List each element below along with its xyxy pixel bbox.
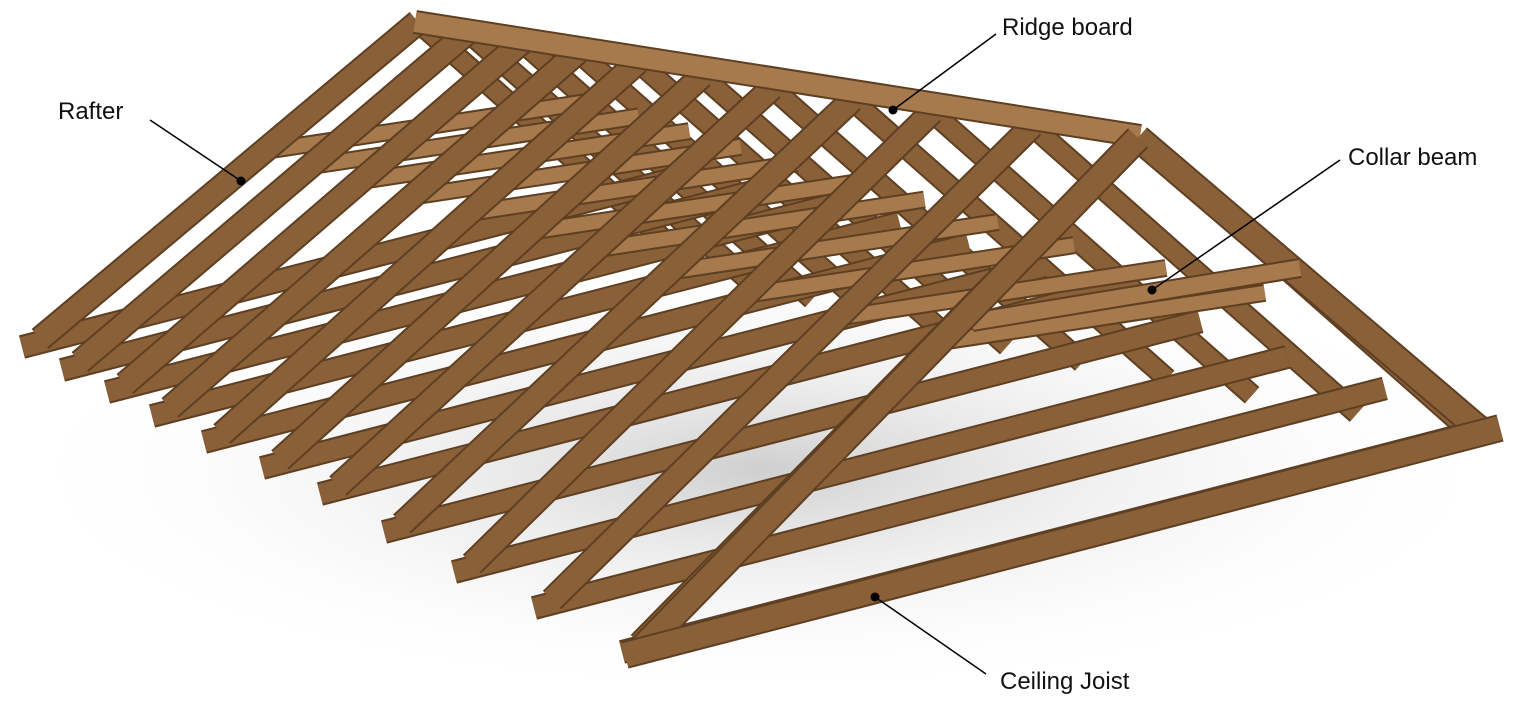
- rafter: [464, 104, 940, 572]
- ridge-board-leader-dot: [888, 105, 898, 115]
- rafter-leader-line: [149, 119, 242, 182]
- collar-beam: [466, 156, 799, 221]
- label-ridge-board: Ridge board: [1002, 14, 1133, 41]
- ceiling-joist-leader-line: [874, 596, 987, 675]
- leader-lines: [149, 33, 1341, 675]
- rafter: [214, 53, 646, 443]
- collar-beam: [933, 285, 1266, 350]
- label-rafter: Rafter: [58, 98, 124, 125]
- rafter: [162, 43, 586, 417]
- ridge-board-beam: [413, 12, 1142, 146]
- collar-beam-leader-dot: [1147, 285, 1157, 295]
- ceiling-joist: [531, 378, 1388, 618]
- ridge-board-leader-line: [892, 33, 997, 111]
- ceiling-joist: [451, 347, 1291, 582]
- rafter: [544, 118, 1040, 608]
- collar-beam: [593, 192, 926, 257]
- ceiling-joist-leader-dot: [870, 592, 880, 602]
- front-gable: [621, 127, 1504, 669]
- collar-beam: [528, 175, 861, 239]
- rafter: [272, 67, 710, 469]
- rafter: [72, 23, 476, 371]
- rafter: [117, 33, 530, 393]
- rafter: [394, 91, 860, 533]
- rafter: [330, 79, 780, 495]
- rafter-leader-dot: [236, 176, 246, 186]
- ridge-board: [413, 10, 1142, 148]
- ceiling-joist: [381, 311, 1203, 542]
- front-ceiling-joist: [621, 416, 1504, 667]
- collar-beam-leader-line: [1151, 159, 1341, 291]
- label-collar-beam: Collar beam: [1348, 144, 1478, 171]
- rafter: [32, 13, 426, 348]
- gable-rafter-right: [1130, 128, 1486, 438]
- label-ceiling-joist: Ceiling Joist: [1000, 668, 1130, 695]
- gable-rafter-left: [631, 129, 1147, 659]
- front-collar-beam: [970, 260, 1302, 330]
